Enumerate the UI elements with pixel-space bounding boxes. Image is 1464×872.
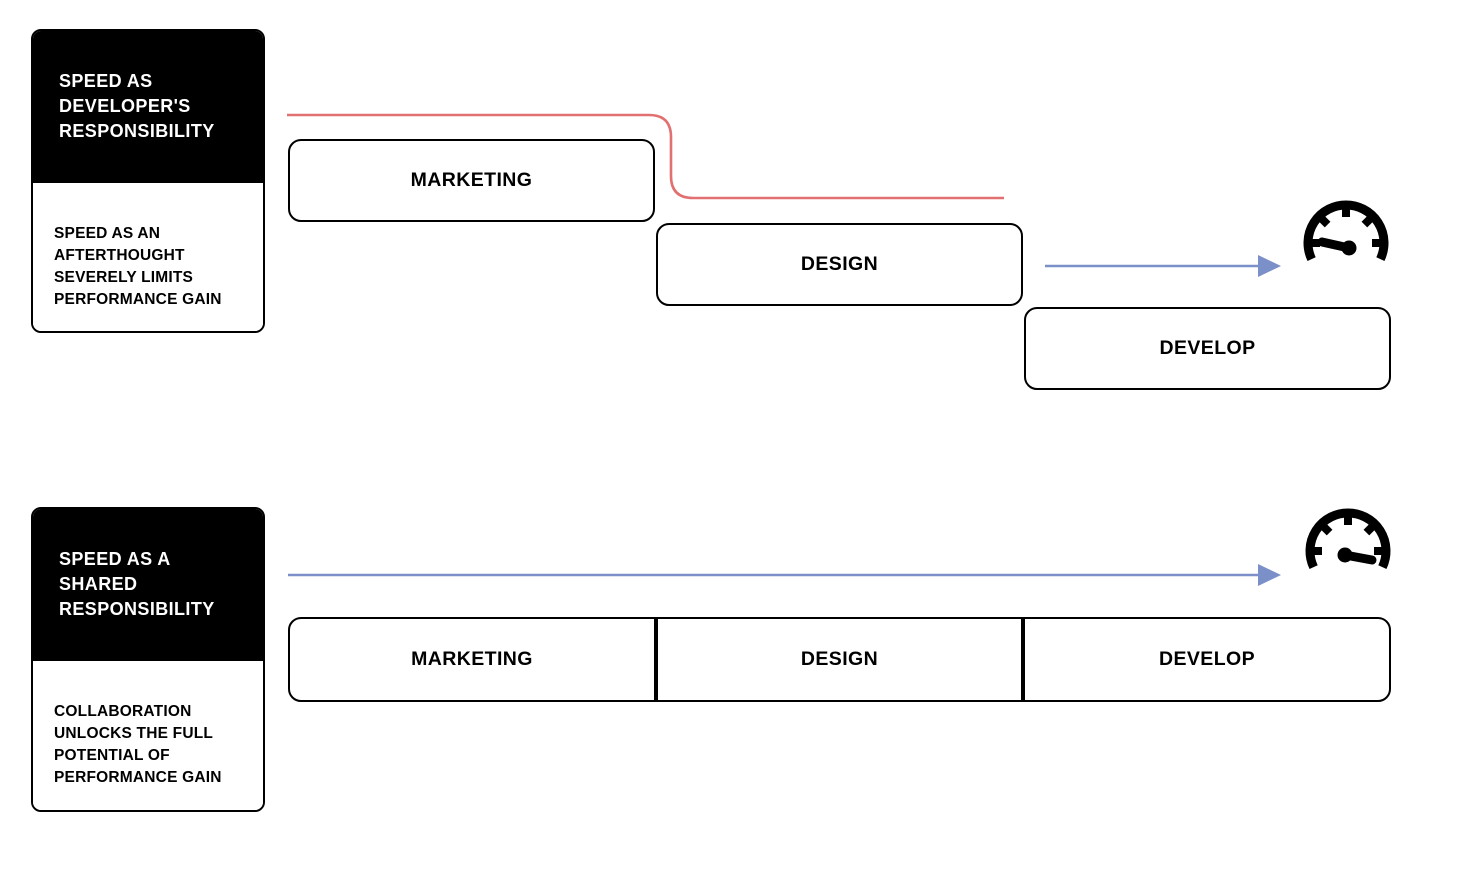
stage-label: MARKETING bbox=[411, 648, 533, 670]
stage-cell-design: DESIGN bbox=[656, 617, 1023, 702]
stage-label: DEVELOP bbox=[1159, 337, 1256, 359]
bottom-card-title: SPEED AS A SHARED RESPONSIBILITY bbox=[33, 509, 263, 661]
gauge-ticks bbox=[1310, 207, 1382, 247]
bottom-info-card: SPEED AS A SHARED RESPONSIBILITY COLLABO… bbox=[31, 507, 265, 812]
stage-cell-develop: DEVELOP bbox=[1023, 617, 1391, 702]
arrowhead-icon bbox=[1258, 255, 1281, 277]
stage-label: DESIGN bbox=[800, 253, 879, 275]
top-info-card: SPEED AS DEVELOPER'S RESPONSIBILITY SPEE… bbox=[31, 29, 265, 333]
top-card-subtitle: SPEED AS AN AFTERTHOUGHT SEVERELY LIMITS… bbox=[33, 183, 263, 331]
stage-label: MARKETING bbox=[410, 169, 533, 191]
top-speed-arrow bbox=[1045, 255, 1281, 277]
gauge-pivot bbox=[1341, 240, 1357, 256]
stage-box-develop: DEVELOP bbox=[1024, 307, 1391, 390]
top-card-title: SPEED AS DEVELOPER'S RESPONSIBILITY bbox=[33, 31, 263, 183]
gauge-arc bbox=[1303, 200, 1389, 262]
stage-box-marketing: MARKETING bbox=[288, 139, 655, 222]
gauge-pivot bbox=[1337, 547, 1353, 563]
gauge-arc bbox=[1305, 508, 1391, 570]
stage-cell-marketing: MARKETING bbox=[288, 617, 656, 702]
arrowhead-icon bbox=[1258, 564, 1281, 586]
bottom-card-subtitle: COLLABORATION UNLOCKS THE FULL POTENTIAL… bbox=[33, 661, 263, 810]
gauge-ticks bbox=[1312, 515, 1384, 555]
speedometer-low-icon bbox=[1303, 200, 1389, 262]
stage-label: DEVELOP bbox=[1159, 648, 1255, 670]
stage-label: DESIGN bbox=[800, 648, 879, 670]
stage-box-design: DESIGN bbox=[656, 223, 1023, 306]
bottom-speed-arrow bbox=[288, 564, 1281, 586]
speedometer-high-icon bbox=[1305, 508, 1391, 570]
